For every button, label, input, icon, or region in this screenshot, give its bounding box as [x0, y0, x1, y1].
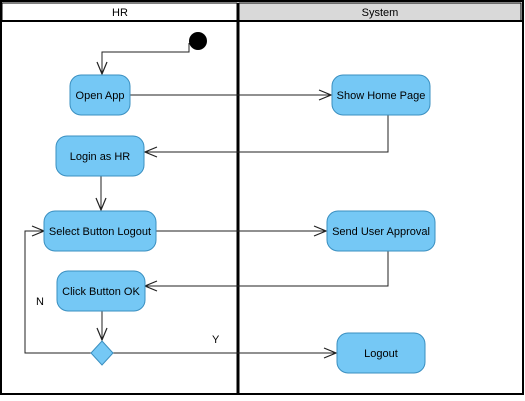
edge-send-approval-to-click-ok: [145, 251, 389, 286]
guard-label-no: N: [36, 296, 44, 308]
node-logout[interactable]: Logout: [336, 332, 426, 374]
node-click-button-ok[interactable]: Click Button OK: [56, 270, 146, 312]
node-logout-label: Logout: [364, 348, 398, 360]
node-open-app[interactable]: Open App: [69, 74, 131, 116]
node-show-home-page-label: Show Home Page: [337, 90, 426, 102]
initial-node[interactable]: [189, 32, 207, 50]
node-select-button-logout-label: Select Button Logout: [49, 226, 151, 238]
decision-node[interactable]: [90, 340, 114, 366]
node-login-as-hr[interactable]: Login as HR: [55, 135, 145, 177]
node-login-as-hr-label: Login as HR: [70, 151, 131, 163]
node-open-app-label: Open App: [76, 90, 125, 102]
node-show-home-page[interactable]: Show Home Page: [331, 74, 431, 116]
edges: [24, 43, 389, 354]
lane-title-system: System: [362, 7, 399, 19]
lane-title-hr: HR: [112, 7, 128, 19]
guard-label-yes: Y: [212, 334, 220, 346]
node-select-button-logout[interactable]: Select Button Logout: [43, 210, 157, 252]
edge-decision-no-to-select-logout: [24, 231, 91, 354]
node-send-user-approval[interactable]: Send User Approval: [326, 210, 436, 252]
edge-show-home-to-login: [145, 115, 389, 152]
node-send-user-approval-label: Send User Approval: [332, 226, 430, 238]
edge-start-to-open-app: [102, 43, 190, 74]
node-click-button-ok-label: Click Button OK: [62, 286, 140, 298]
